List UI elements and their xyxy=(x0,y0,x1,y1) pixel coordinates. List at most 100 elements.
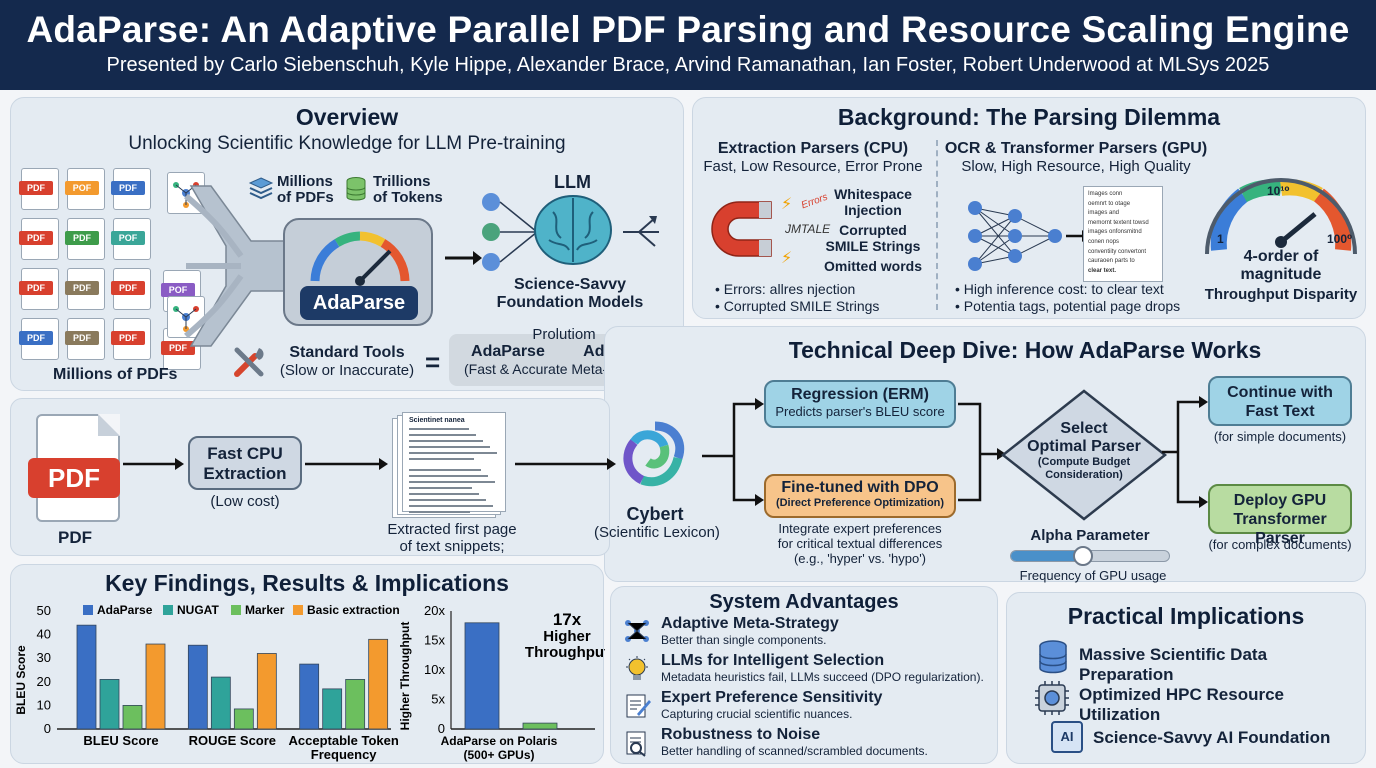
magnifier-document-icon xyxy=(623,729,651,762)
dilemma-divider xyxy=(936,140,938,310)
overview-subtitle: Unlocking Scientific Knowledge for LLM P… xyxy=(128,133,566,154)
bar xyxy=(233,708,254,730)
alpha-slider[interactable] xyxy=(1010,546,1170,566)
edit-document-icon xyxy=(623,692,651,725)
bar xyxy=(299,663,320,730)
alpha-slider-knob[interactable] xyxy=(1073,546,1093,566)
bar xyxy=(76,624,97,730)
y-tick-label: 50 xyxy=(37,603,51,618)
y-tick-label: 40 xyxy=(37,627,51,642)
ocr-text-line: oemnrt to otage xyxy=(1088,200,1131,207)
bar xyxy=(345,679,366,730)
advantage-title: Expert Preference Sensitivity xyxy=(661,689,883,706)
arrow-pdf-to-cpu xyxy=(123,458,184,470)
cybert-label: Cybert xyxy=(626,504,684,524)
snippet-text-line xyxy=(409,452,497,454)
throughput-annotation: 17x xyxy=(553,610,582,629)
legend-label: NUGAT xyxy=(177,603,219,617)
gauge-left-label: 1 xyxy=(1217,232,1224,246)
adaparse-engine: AdaParse xyxy=(283,218,433,326)
legend-label: Basic extraction xyxy=(307,603,400,617)
ocr-text-line: cauraoen parts to xyxy=(1088,258,1135,265)
gauge-caption: 4-order of magnitude Throughput Disparit… xyxy=(1204,248,1358,303)
overview-title: Overview xyxy=(295,104,399,130)
select-optimal-parser: Select Optimal Parser (Compute Budget Co… xyxy=(1027,420,1141,481)
bar xyxy=(99,679,120,730)
deploy-gpu-note: (for complex documents) xyxy=(1208,537,1352,552)
fast-cpu-extraction-box: Fast CPU Extraction xyxy=(188,436,302,490)
header: AdaParse: An Adaptive Parallel PDF Parsi… xyxy=(0,0,1376,90)
hpc-gear-icon xyxy=(1035,681,1069,715)
ai-chip-icon: AI xyxy=(1051,721,1083,753)
standard-tools: Standard Tools (Slow or Inaccurate) xyxy=(279,344,415,379)
snippet-text-line xyxy=(409,475,488,477)
cybert-logo-icon xyxy=(623,421,685,487)
pdf-badge: PDF xyxy=(28,458,120,498)
gauge-top-label: 10¹⁰ xyxy=(1267,184,1290,198)
advantage-description: Capturing crucial scientific nuances. xyxy=(661,707,853,721)
y-axis-label: Higher Throughput xyxy=(398,622,412,731)
ocr-text-line: Images conn xyxy=(1088,191,1123,197)
alpha-slider-fill xyxy=(1011,551,1083,561)
y-axis-label: BLEU Score xyxy=(14,645,28,715)
output-branch-arrows xyxy=(1162,396,1208,508)
pdf-document-icon: PDF xyxy=(111,318,151,360)
x-tick-label: ROUGE Score xyxy=(189,733,276,748)
snippet-text-line xyxy=(409,446,490,448)
legend-swatch xyxy=(163,605,173,615)
snippet-text-line xyxy=(409,469,481,471)
pdf-document-icon: PDF xyxy=(19,168,59,210)
advantage-description: Better handling of scanned/scrambled doc… xyxy=(661,744,928,758)
gpu-parsers-heading: OCR & Transformer Parsers (GPU) Slow, Hi… xyxy=(944,140,1208,175)
gauge-right-label: 100⁰ xyxy=(1327,232,1353,246)
snippet-text-line xyxy=(409,458,474,460)
cpu-parsers-heading: Extraction Parsers (CPU) Fast, Low Resou… xyxy=(703,140,923,175)
database-icon xyxy=(346,177,366,201)
bar xyxy=(256,653,277,730)
y-tick-label: 0 xyxy=(44,721,51,736)
neural-network-icon xyxy=(482,193,538,271)
bar xyxy=(145,643,166,730)
continue-fast-text-box: Continue with Fast Text xyxy=(1208,376,1352,426)
snippet-text-line xyxy=(409,428,469,430)
alpha-parameter-sub: Frequency of GPU usage xyxy=(1019,568,1167,583)
legend-swatch xyxy=(293,605,303,615)
y-tick-label: 0 xyxy=(438,721,445,736)
advantage-title: Robustness to Noise xyxy=(661,726,821,743)
legend-label: Marker xyxy=(245,603,285,617)
background-title: Background: The Parsing Dilemma xyxy=(837,104,1221,130)
advantage-description: Metadata heuristics fail, LLMs succeed (… xyxy=(661,670,984,684)
lightning-icon: ⚡ xyxy=(781,196,793,213)
equals-sign: = xyxy=(425,347,441,377)
poster-title: AdaParse: An Adaptive Parallel PDF Parsi… xyxy=(26,9,1350,50)
implications-panel: Practical Implications Massive Scientifi… xyxy=(1006,592,1366,764)
bar xyxy=(122,705,143,730)
jumbled-text: JMTALE xyxy=(785,222,831,236)
deepdive-title: Technical Deep Dive: How AdaParse Works xyxy=(788,337,1262,363)
pdf-document-icon: PDF xyxy=(19,218,59,260)
extracted-snippets-caption: Extracted first page of text snippets; xyxy=(387,521,517,555)
snippet-text-line xyxy=(409,434,476,436)
alpha-parameter-title: Alpha Parameter xyxy=(1030,527,1150,544)
deploy-gpu-box: Deploy GPU Transformer Parser xyxy=(1208,484,1352,547)
bar xyxy=(322,688,343,730)
overview-panel: Overview Unlocking Scientific Knowledge … xyxy=(10,97,684,391)
arrow-to-llm xyxy=(445,251,482,265)
advantage-description: Better than single components. xyxy=(661,633,827,647)
gpu-bullets: • High inference cost: to clear text • P… xyxy=(955,281,1181,314)
bar xyxy=(368,638,389,730)
x-tick-label: BLEU Score xyxy=(83,733,158,748)
pdf-document-icon: PDF xyxy=(111,168,151,210)
pdf-document-icon: PDF xyxy=(111,268,151,310)
ocr-text-line: memornt textent towsd xyxy=(1088,219,1149,226)
llm-label: LLM xyxy=(554,172,591,192)
wrench-screwdriver-icon xyxy=(234,347,264,377)
pdf-document-icon: PDF xyxy=(65,318,105,360)
x-tick-label: Frequency xyxy=(311,747,378,762)
